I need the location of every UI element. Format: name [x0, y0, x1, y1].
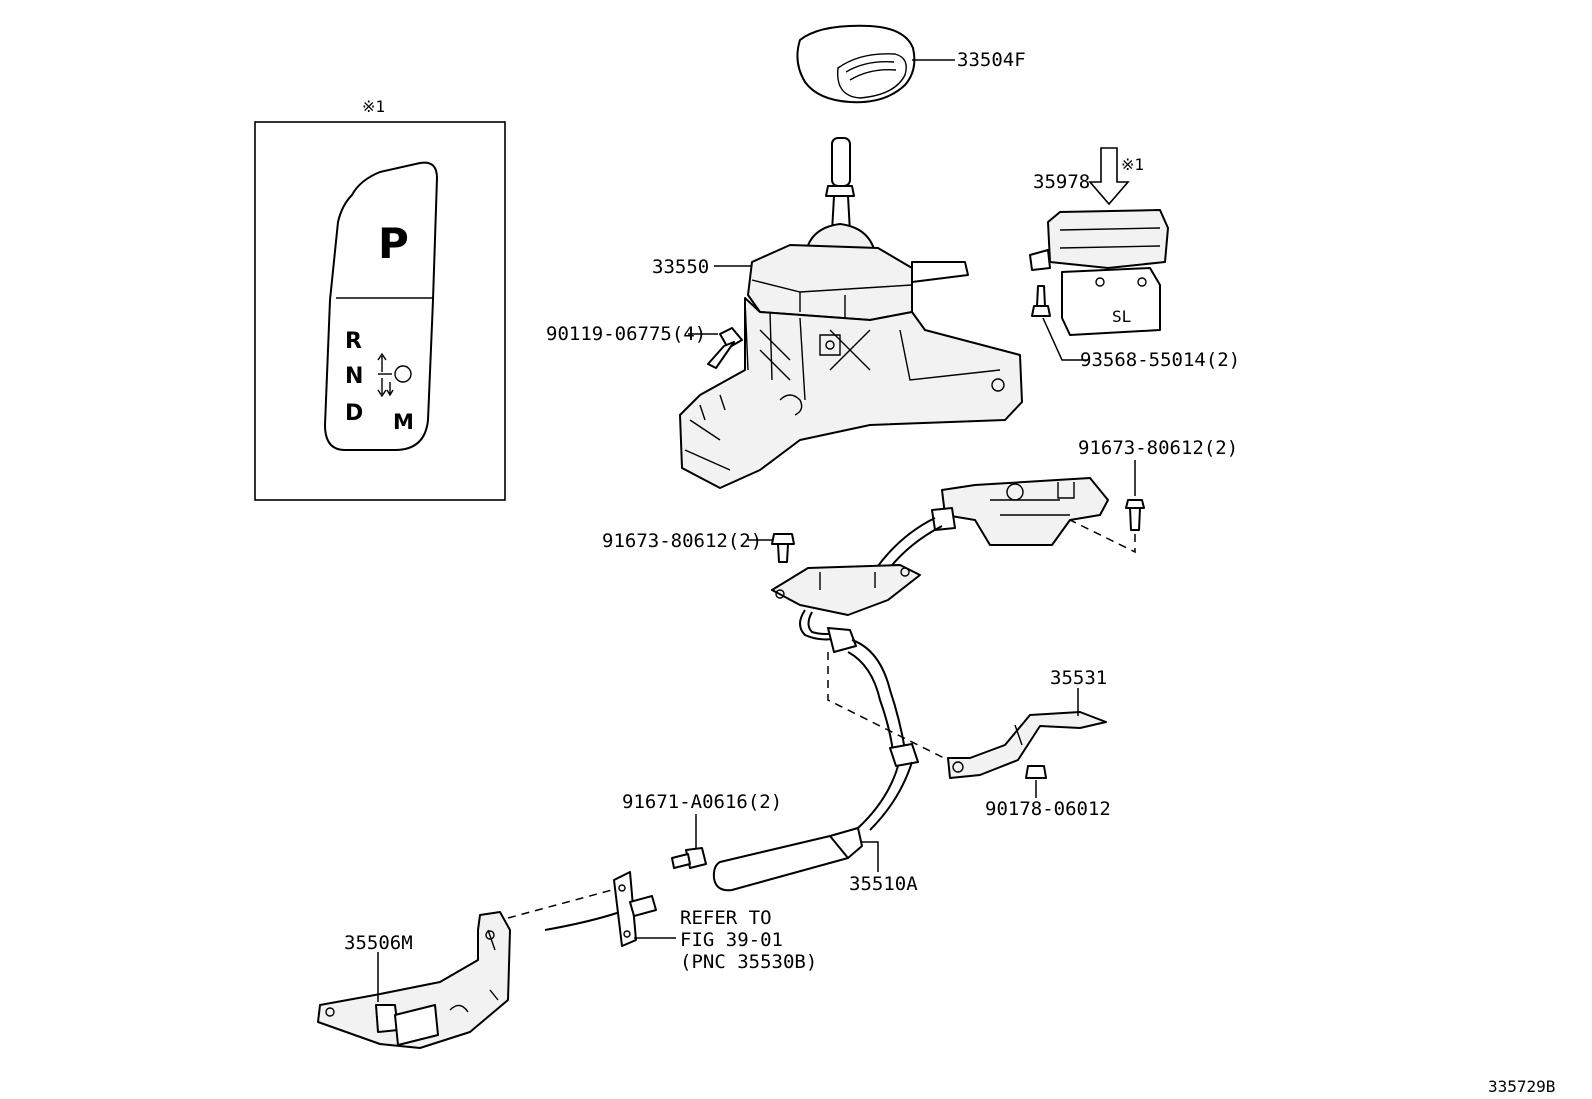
inset-note: ※1: [362, 97, 385, 116]
shifter-part-number: 33550: [652, 256, 709, 278]
bolt-91671: [671, 847, 707, 869]
switch-part-number: 35978: [1033, 171, 1090, 193]
bracket-35531-part-number: 35531: [1050, 667, 1107, 689]
bolt-91673-left-part-number: 91673-80612(2): [602, 530, 762, 552]
gear-p-label: P: [378, 219, 409, 268]
bracket-35506m: [317, 911, 511, 1049]
gear-d-label: D: [345, 401, 363, 426]
bolt-90119-part-number: 90119-06775(4): [546, 323, 706, 345]
switch-sl-marking: SL: [1112, 307, 1131, 326]
refer-line-1: REFER TO: [680, 907, 772, 929]
switch-arrow-icon: [1088, 147, 1130, 206]
cable-35510a-part-number: 35510A: [849, 873, 918, 895]
cable-35510a-leader: [862, 841, 879, 872]
shift-indicator-plate: [323, 161, 439, 451]
refer-line-2: FIG 39-01: [680, 929, 783, 951]
gear-m-label: M: [393, 410, 414, 434]
bolt-91673-right: [1125, 499, 1145, 531]
cable-mounting-plate: [771, 564, 921, 616]
knob-part-number: 33504F: [957, 49, 1026, 71]
cable-end-holder: [613, 871, 657, 947]
cable-grip: [712, 827, 863, 892]
bracket-35506m-part-number: 35506M: [344, 932, 413, 954]
inset-frame: [254, 121, 506, 501]
screw-93568: [1031, 285, 1051, 317]
figure-code: 335729B: [1488, 1077, 1555, 1096]
gear-r-label: R: [345, 329, 362, 354]
bolt-91673-right-part-number: 91673-80612(2): [1078, 437, 1238, 459]
cable-mid-run: [799, 609, 841, 641]
switch-note: ※1: [1121, 155, 1144, 174]
bracket-35506-dashline: [507, 889, 613, 919]
bolt-90119: [707, 327, 743, 369]
shift-lock-switch: SL: [1029, 209, 1169, 336]
manual-shift-icon: [377, 352, 412, 398]
gear-n-label: N: [345, 364, 363, 389]
bolt-91673-right-dashline: [1069, 519, 1136, 554]
bolt-91671-part-number: 91671-A0616(2): [622, 791, 782, 813]
cable-upper-bracket: [931, 477, 1109, 546]
refer-line-3: (PNC 35530B): [680, 951, 817, 973]
shifter-assembly: [679, 137, 1023, 489]
inset-panel: ※1 P R N D M: [254, 97, 506, 501]
shift-lever-rod: [831, 137, 851, 187]
screw-93568-part-number: 93568-55014(2): [1080, 349, 1240, 371]
nut-90178-part-number: 90178-06012: [985, 798, 1111, 820]
bolt-91673-left: [771, 533, 795, 563]
bracket-35531: [947, 711, 1107, 779]
shift-knob: [796, 24, 916, 104]
screw-93568-leader: [1042, 317, 1088, 361]
nut-90178: [1025, 765, 1047, 779]
